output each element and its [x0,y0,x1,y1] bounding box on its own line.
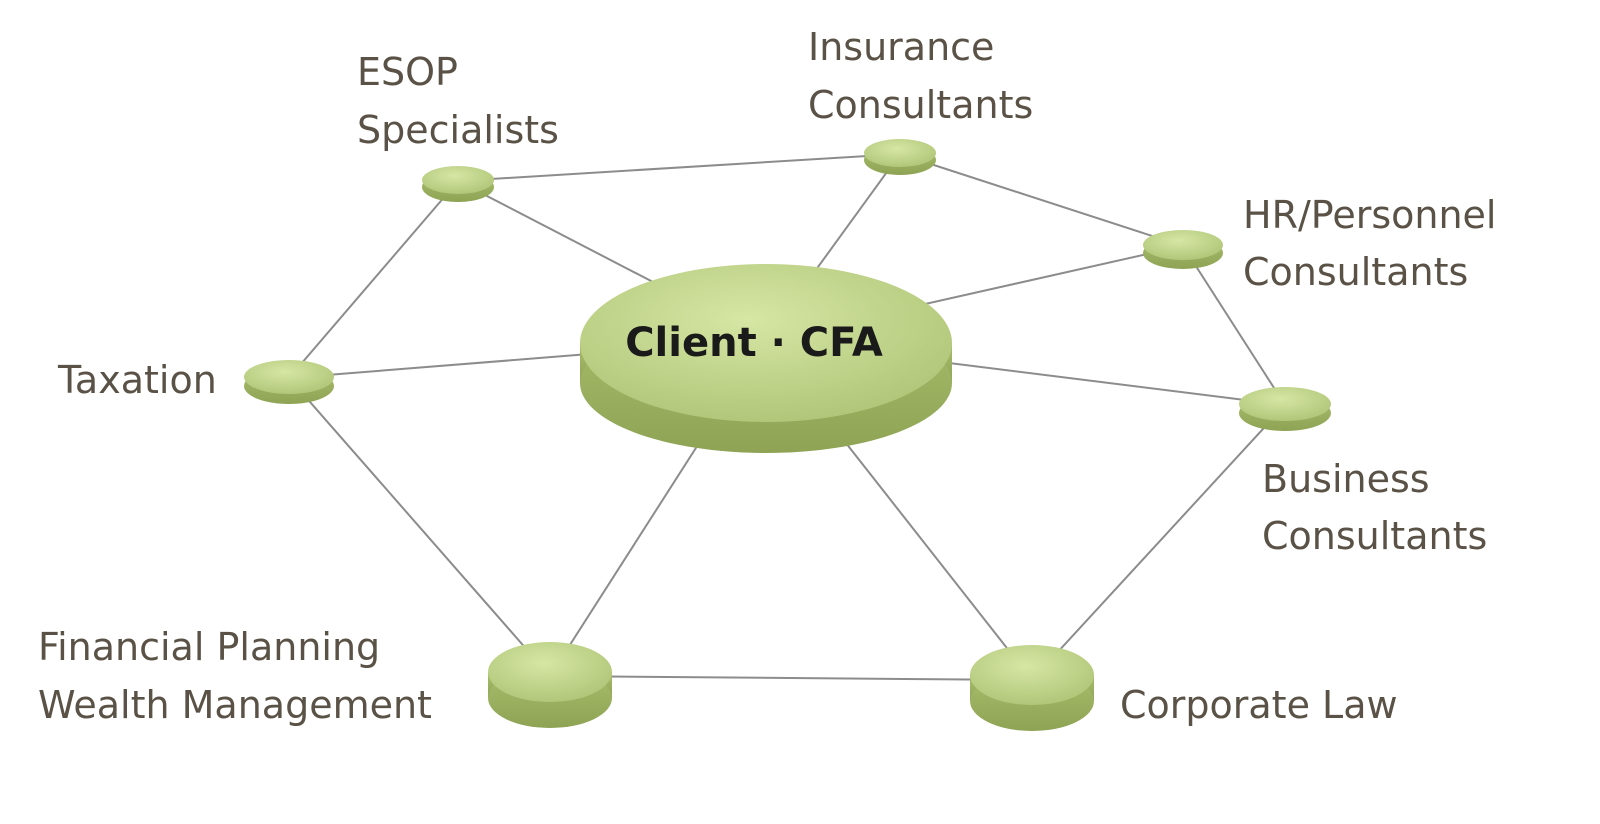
center-node-disk [580,264,952,422]
label-financial-line-2: Wealth Management [38,683,432,727]
node-hr [1143,230,1223,269]
label-business-line-2: Consultants [1262,514,1487,558]
node-business-disk [1239,387,1331,421]
label-taxation-line-1: Taxation [57,358,217,402]
node-corporate-law [970,645,1094,731]
node-insurance-disk [864,139,936,167]
label-corporate-law-line-1: Corporate Law [1120,683,1398,727]
node-esop [422,166,494,202]
edge-insurance-hr [899,153,1184,247]
node-esop-disk [422,166,494,194]
edge-financial-taxation [288,377,551,677]
node-insurance [864,139,936,175]
label-esop-line-1: ESOP [357,50,458,94]
node-financial-disk [488,642,612,702]
label-insurance-line-2: Consultants [808,83,1033,127]
label-hr: HR/Personnel Consultants [1243,193,1509,294]
center-label: Client · CFA [625,320,883,366]
edge-hr-business [1182,245,1286,406]
node-hr-disk [1143,230,1223,260]
label-hr-line-1: HR/Personnel [1243,193,1497,237]
edge-business-corporate [1031,404,1286,681]
label-insurance: Insurance Consultants [808,25,1033,127]
node-taxation [244,360,334,404]
label-taxation: Taxation [57,358,217,402]
label-esop-line-2: Specialists [357,108,559,152]
edge-esop-insurance [457,153,901,182]
label-esop: ESOP Specialists [357,50,559,152]
label-corporate-law: Corporate Law [1120,683,1398,727]
label-insurance-line-1: Insurance [808,25,994,69]
labels: ESOP Specialists Insurance Consultants H… [38,25,1509,727]
node-business [1239,387,1331,431]
node-financial [488,642,612,728]
edge-corporate-financial [549,675,1033,681]
edge-taxation-esop [288,180,459,379]
node-taxation-disk [244,360,334,394]
label-business-line-1: Business [1262,457,1430,501]
label-financial: Financial Planning Wealth Management [38,625,432,727]
label-financial-line-1: Financial Planning [38,625,380,669]
node-corporate-law-disk [970,645,1094,705]
label-business: Business Consultants [1262,457,1487,558]
label-hr-line-2: Consultants [1243,250,1468,294]
center-node: Client · CFA [580,264,952,453]
